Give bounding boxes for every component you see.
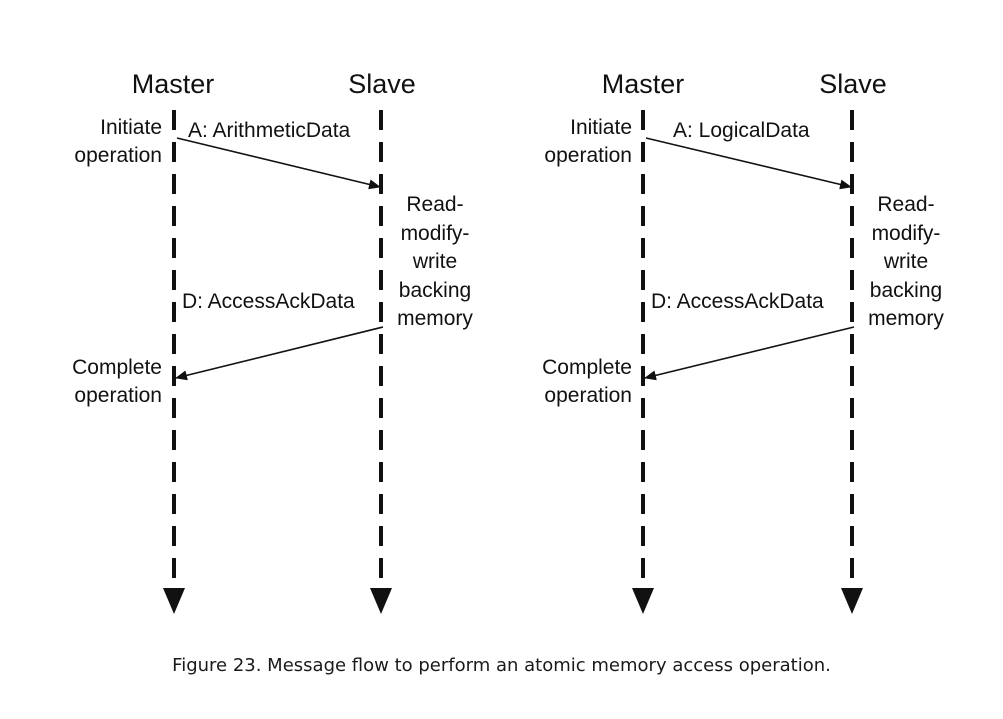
figure-caption: Figure 23. Message flow to perform an at… (172, 655, 831, 676)
master-lifeline-arrow-icon (632, 588, 654, 614)
complete-label-line-2: operation (544, 384, 632, 407)
request-message-arrow (176, 137, 381, 190)
master-heading: Master (132, 69, 215, 99)
slave-action-line-3: write (412, 250, 457, 273)
master-lifeline-arrow-icon (163, 588, 185, 614)
slave-lifeline-arrow-icon (370, 588, 392, 614)
master-heading: Master (602, 69, 685, 99)
request-message-label: A: ArithmeticData (188, 119, 351, 142)
slave-action-line-4: backing (870, 279, 942, 302)
slave-action-line-3: write (883, 250, 928, 273)
slave-heading: Slave (348, 69, 416, 99)
slave-heading: Slave (819, 69, 887, 99)
slave-action-line-1: Read- (406, 193, 463, 216)
initiate-label-line-2: operation (544, 144, 632, 167)
complete-label-line-2: operation (74, 384, 162, 407)
panel-logical: Master Slave Initiate operation A: Logic… (542, 69, 944, 614)
complete-label-line-1: Complete (72, 356, 162, 379)
initiate-label-line-1: Initiate (570, 116, 632, 139)
slave-action-line-2: modify- (401, 222, 470, 245)
request-message-arrow (645, 137, 852, 190)
response-message-arrow (175, 326, 384, 381)
response-message-label: D: AccessAckData (651, 290, 824, 313)
slave-action-line-5: memory (868, 307, 944, 330)
initiate-label-line-1: Initiate (100, 116, 162, 139)
slave-action-line-5: memory (397, 307, 473, 330)
slave-action-line-1: Read- (877, 193, 934, 216)
panel-arithmetic: Master Slave Initiate operation A: Arith… (72, 69, 473, 614)
initiate-label-line-2: operation (74, 144, 162, 167)
slave-action-line-2: modify- (872, 222, 941, 245)
request-message-label: A: LogicalData (673, 119, 810, 142)
slave-action-line-4: backing (399, 279, 471, 302)
complete-label-line-1: Complete (542, 356, 632, 379)
response-message-arrow (644, 326, 855, 381)
slave-lifeline-arrow-icon (841, 588, 863, 614)
response-message-label: D: AccessAckData (182, 290, 355, 313)
